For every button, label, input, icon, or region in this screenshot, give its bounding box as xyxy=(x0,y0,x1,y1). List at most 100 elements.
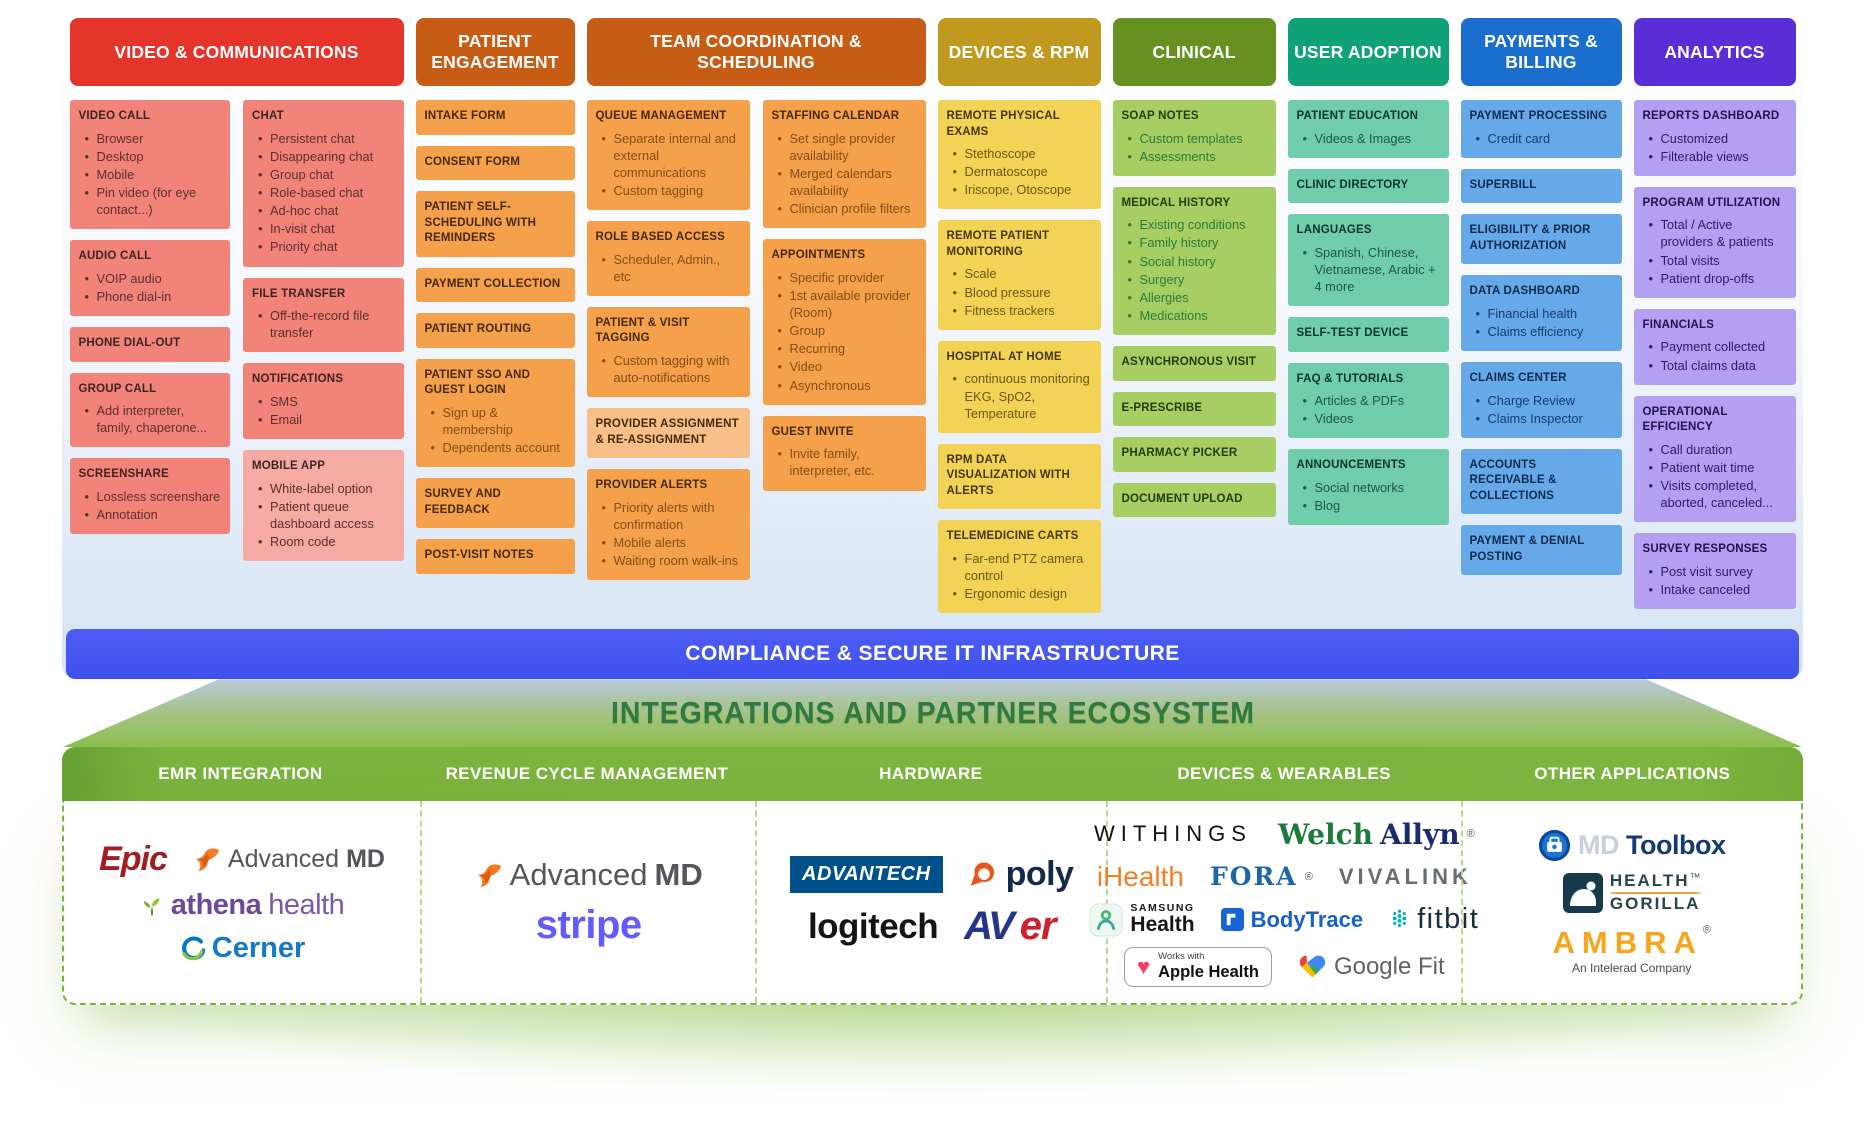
feature-box-title: PAYMENT & DENIAL POSTING xyxy=(1469,535,1585,563)
ambra-wordmark: AMBRA® xyxy=(1552,924,1710,961)
feature-bullet-list: Lossless screenshareAnnotation xyxy=(79,488,222,523)
feature-bullet-list: BrowserDesktopMobilePin video (for eye c… xyxy=(79,130,222,219)
feature-bullet: 1st available provider (Room) xyxy=(772,287,917,321)
feature-box-title: VIDEO CALL xyxy=(78,110,151,122)
feature-bullet: Role-based chat xyxy=(252,184,395,201)
logo-logitech: logitech xyxy=(808,907,939,947)
logo-text: health xyxy=(268,888,345,921)
logo-text: ® xyxy=(1702,923,1711,936)
feature-bullet-list: Post visit surveyIntake canceled xyxy=(1643,563,1787,598)
logo-text: poly xyxy=(1005,855,1074,894)
logo-text: Allyn xyxy=(1380,817,1460,851)
column-boxes: REMOTE PHYSICAL EXAMSStethoscopeDermatos… xyxy=(937,100,1101,614)
feature-bullet: Claims efficiency xyxy=(1470,323,1613,340)
feature-box-title: STAFFING CALENDAR xyxy=(771,110,900,122)
feature-box: SOAP NOTESCustom templatesAssessments xyxy=(1112,100,1276,176)
feature-bullet-list: Persistent chatDisappearing chatGroup ch… xyxy=(252,130,395,256)
logo-text: Epic xyxy=(99,839,168,878)
column-boxes: PAYMENT PROCESSINGCredit cardSUPERBILLEL… xyxy=(1460,100,1622,576)
feature-bullet: Recurring xyxy=(772,340,917,357)
feature-bullet-list: Social networksBlog xyxy=(1297,479,1440,514)
feature-box-title: POST-VISIT NOTES xyxy=(424,549,534,562)
feature-bullet-list: Videos & Images xyxy=(1297,130,1440,147)
box-stack: CHATPersistent chatDisappearing chatGrou… xyxy=(243,100,404,562)
feature-bullet: Credit card xyxy=(1470,130,1613,147)
feature-bullet: Waiting room walk-ins xyxy=(596,552,741,569)
feature-bullet: Social history xyxy=(1122,253,1267,270)
feature-box-title: ACCOUNTS RECEIVABLE & COLLECTIONS xyxy=(1469,458,1557,502)
feature-bullet-list: Charge ReviewClaims Inspector xyxy=(1470,392,1613,427)
feature-box: MOBILE APPWhite-label optionPatient queu… xyxy=(243,450,404,562)
box-stack: SOAP NOTESCustom templatesAssessmentsMED… xyxy=(1112,100,1276,518)
feature-bullet: Patient wait time xyxy=(1643,459,1787,476)
mdtoolbox-icon xyxy=(1538,829,1571,862)
box-stack: PAYMENT PROCESSINGCredit cardSUPERBILLEL… xyxy=(1460,100,1622,576)
box-stack: REPORTS DASHBOARD CustomizedFilterable vi… xyxy=(1633,100,1796,610)
feature-bullet: Stethoscope xyxy=(947,145,1092,162)
feature-box-title: QUEUE MANAGEMENT xyxy=(595,110,727,122)
feature-box: VIDEO CALL BrowserDesktopMobilePin video … xyxy=(69,100,230,230)
feature-bullet-list: Call durationPatient wait timeVisits com… xyxy=(1643,441,1787,512)
feature-box: DOCUMENT UPLOAD xyxy=(1112,482,1276,518)
feature-bullet-list: Payment collectedTotal claims data xyxy=(1643,338,1787,373)
feature-box: TELEMEDICINE CARTSFar-end PTZ camera con… xyxy=(937,520,1101,614)
feature-box: GUEST INVITEInvite family, interpreter, … xyxy=(762,415,926,491)
logo-text: AMBRA xyxy=(1552,924,1703,960)
logo-text: Works with xyxy=(1158,950,1205,962)
feature-box: PAYMENT COLLECTION xyxy=(415,267,575,303)
logo-text: HEALTH xyxy=(1609,871,1690,891)
logo-text: athena xyxy=(170,888,262,921)
feature-box: OPERATIONAL EFFICIENCY Call durationPatie… xyxy=(1633,395,1796,523)
logo-text: SAMSUNG xyxy=(1130,902,1195,915)
feature-bullet: White-label option xyxy=(252,480,395,497)
feature-bullet: Filterable views xyxy=(1643,148,1787,165)
feature-bullet-list: Custom templatesAssessments xyxy=(1122,130,1267,165)
feature-box: SELF-TEST DEVICE xyxy=(1287,317,1449,352)
feature-box-title: ANNOUNCEMENTS xyxy=(1296,459,1406,472)
feature-bullet: Customized xyxy=(1643,130,1787,147)
logo-ihealth: iHealth xyxy=(1097,861,1184,893)
feature-box-title: PROVIDER ALERTS xyxy=(595,479,708,492)
feature-bullet: Total claims data xyxy=(1643,357,1787,374)
feature-box-title: REPORTS DASHBOARD xyxy=(1642,110,1780,122)
feature-box-title: ASYNCHRONOUS VISIT xyxy=(1121,356,1257,369)
fitbit-dots-icon xyxy=(1389,909,1410,930)
feature-box-title: CLINIC DIRECTORY xyxy=(1296,178,1409,191)
feature-bullet: Spanish, Chinese, Vietnamese, Arabic + 4… xyxy=(1297,244,1440,295)
logo-text: ™ xyxy=(1689,872,1701,885)
box-stack: QUEUE MANAGEMENTSeparate internal and ex… xyxy=(586,100,750,581)
feature-bullet: Custom tagging with auto-notifications xyxy=(596,352,741,386)
feature-box: PATIENT SELF-SCHEDULING WITH REMINDERS xyxy=(415,191,575,257)
feature-box-title: DOCUMENT UPLOAD xyxy=(1121,492,1243,505)
feature-box: MEDICAL HISTORYExisting conditionsFamily… xyxy=(1112,186,1276,336)
column-boxes: VIDEO CALL BrowserDesktopMobilePin video … xyxy=(69,100,404,562)
feature-bullet: Invite family, interpreter, etc. xyxy=(772,445,917,479)
logo-row: AMBRA®An Intelerad Company xyxy=(1467,924,1797,976)
feature-bullet-list: Set single provider availabilityMerged c… xyxy=(772,130,917,218)
feature-box-title: OPERATIONAL EFFICIENCY xyxy=(1642,405,1728,434)
feature-box-title: PAYMENT PROCESSING xyxy=(1469,110,1608,122)
feature-bullet: Financial health xyxy=(1470,305,1613,322)
feature-box: STAFFING CALENDAR Set single provider ava… xyxy=(762,100,926,229)
feature-box: PATIENT SSO AND GUEST LOGINSign up & mem… xyxy=(415,358,575,468)
feature-bullet-list: Articles & PDFsVideos xyxy=(1297,392,1440,427)
feature-bullet: Persistent chat xyxy=(252,130,395,147)
feature-box-title: REMOTE PHYSICAL EXAMS xyxy=(946,110,1060,138)
health-gorilla-icon xyxy=(1562,873,1603,914)
feature-bullet: Desktop xyxy=(79,148,222,165)
samsung-health-icon xyxy=(1089,903,1123,937)
feature-box-title: DATA DASHBOARD xyxy=(1469,285,1581,298)
feature-box-title: PATIENT SSO AND GUEST LOGIN xyxy=(424,368,531,397)
feature-box: SUPERBILL xyxy=(1460,168,1622,204)
feature-bullet-list: VOIP audioPhone dial-in xyxy=(79,270,222,305)
